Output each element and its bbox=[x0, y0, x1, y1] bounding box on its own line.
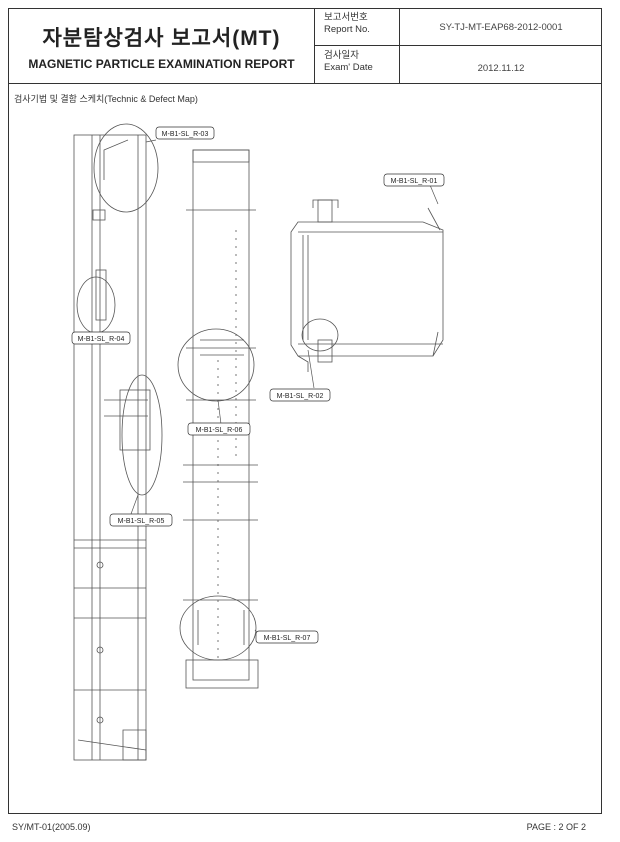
section-title: 검사기법 및 결함 스케치(Technic & Defect Map) bbox=[14, 94, 198, 104]
inspection-area-03 bbox=[93, 123, 159, 213]
report-title-english: MAGNETIC PARTICLE EXAMINATION REPORT bbox=[28, 57, 295, 71]
defect-map-drawing: M-B1-SL_R-03 M-B1-SL_R-01 M-B1-SL_R-04 M… bbox=[71, 123, 445, 761]
exam-date-value-cell: 2012.11.12 bbox=[400, 46, 602, 84]
callout-07-label: M-B1-SL_R-07 bbox=[264, 635, 311, 642]
report-no-value-cell: SY-TJ-MT-EAP68-2012-0001 bbox=[400, 8, 602, 46]
exam-date-label-ko: 검사일자 bbox=[324, 50, 359, 61]
report-title-korean: 자분탐상검사 보고서(MT) bbox=[42, 27, 281, 50]
callout-06: M-B1-SL_R-06 bbox=[187, 422, 251, 436]
right-side-assembly bbox=[290, 199, 444, 372]
inspection-area-07 bbox=[179, 595, 257, 661]
left-column-member bbox=[73, 134, 151, 761]
page-number: PAGE : 2 OF 2 bbox=[526, 822, 586, 832]
middle-column-member bbox=[183, 149, 259, 689]
callout-02: M-B1-SL_R-02 bbox=[269, 388, 331, 402]
callout-01: M-B1-SL_R-01 bbox=[383, 173, 445, 187]
report-no-value: SY-TJ-MT-EAP68-2012-0001 bbox=[439, 22, 563, 33]
report-no-label-cell: 보고서번호 Report No. bbox=[315, 8, 400, 46]
inspection-area-02 bbox=[301, 318, 339, 352]
callout-01-label: M-B1-SL_R-01 bbox=[391, 178, 438, 185]
exam-date-value: 2012.11.12 bbox=[477, 63, 525, 74]
inspection-area-05 bbox=[121, 374, 163, 496]
callout-04: M-B1-SL_R-04 bbox=[71, 331, 131, 345]
callout-02-label: M-B1-SL_R-02 bbox=[277, 393, 324, 400]
exam-date-label-en: Exam' Date bbox=[324, 62, 373, 73]
callout-03: M-B1-SL_R-03 bbox=[155, 126, 215, 140]
report-frame bbox=[8, 8, 602, 814]
exam-date-label-cell: 검사일자 Exam' Date bbox=[315, 46, 400, 84]
form-number: SY/MT-01(2005.09) bbox=[12, 822, 91, 832]
callout-06-label: M-B1-SL_R-06 bbox=[196, 427, 243, 434]
inspection-area-06 bbox=[177, 328, 255, 402]
callout-04-label: M-B1-SL_R-04 bbox=[78, 336, 125, 343]
report-no-label-ko: 보고서번호 bbox=[324, 12, 368, 23]
callout-05-label: M-B1-SL_R-05 bbox=[118, 518, 165, 525]
callout-05: M-B1-SL_R-05 bbox=[109, 513, 173, 527]
report-no-label-en: Report No. bbox=[324, 24, 370, 35]
callout-03-label: M-B1-SL_R-03 bbox=[162, 131, 209, 138]
report-title-block: 자분탐상검사 보고서(MT) MAGNETIC PARTICLE EXAMINA… bbox=[8, 8, 315, 84]
callout-07: M-B1-SL_R-07 bbox=[255, 630, 319, 644]
